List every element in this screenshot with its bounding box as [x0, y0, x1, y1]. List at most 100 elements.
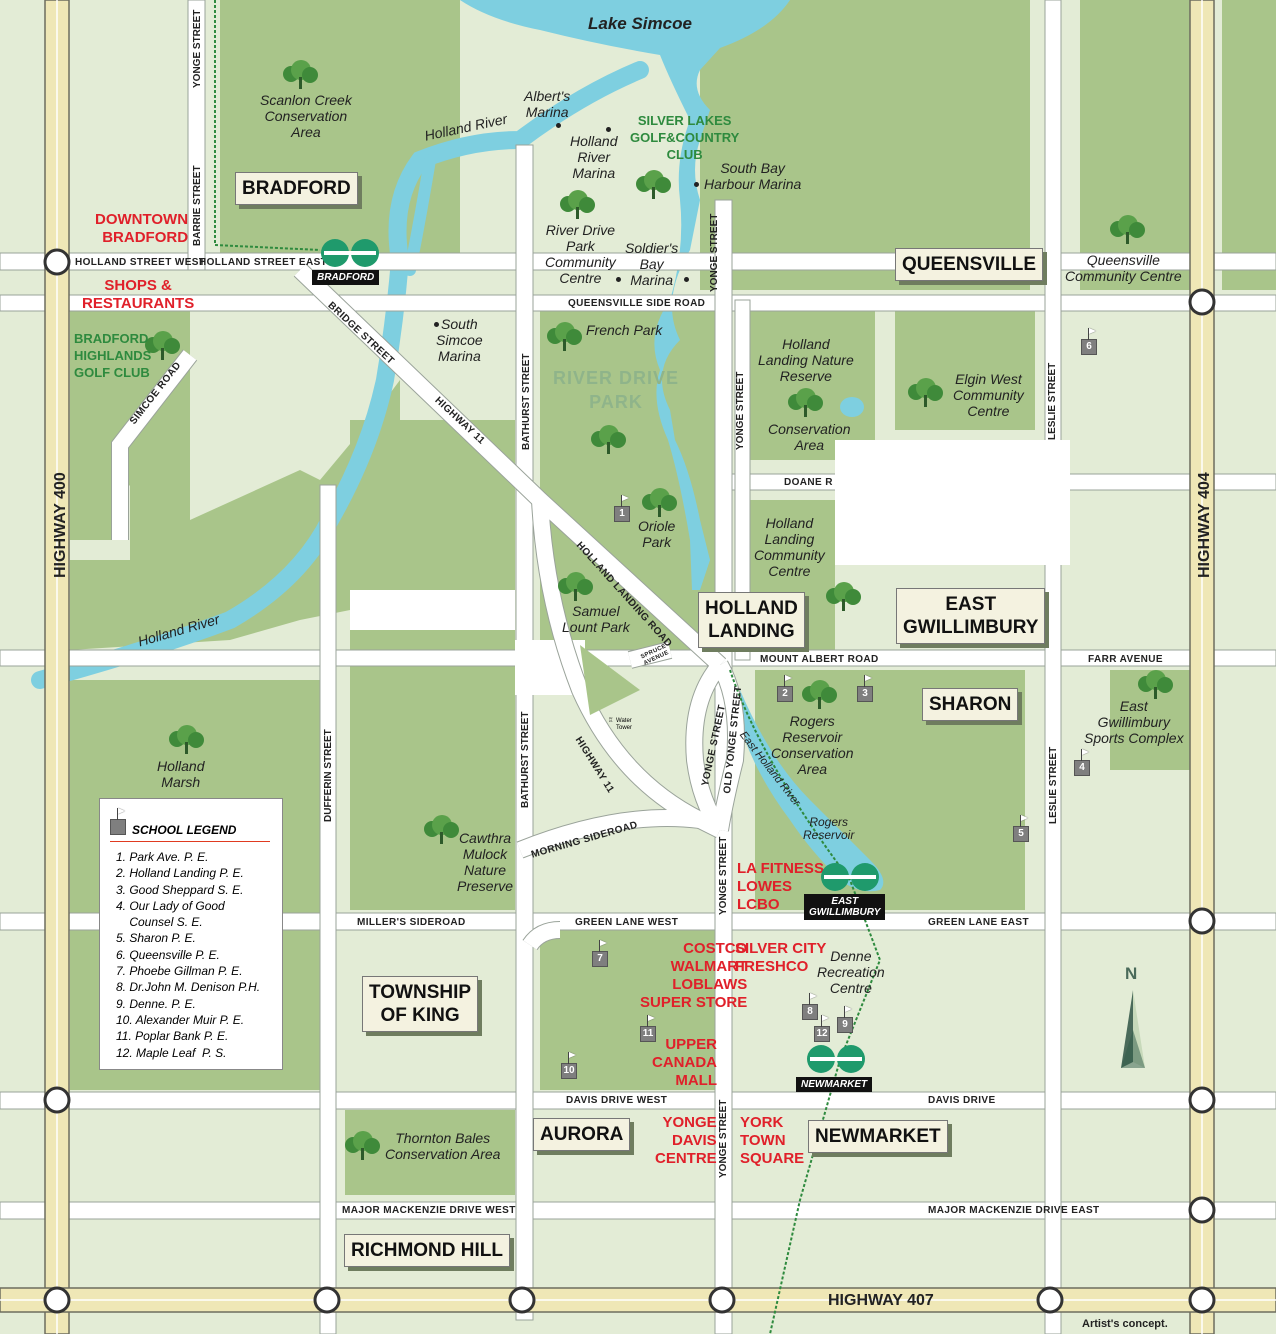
- york-town-square-label: YORK TOWN SQUARE: [740, 1114, 805, 1167]
- school-flag-12[interactable]: 12: [814, 1015, 830, 1042]
- upper-canada-mall-label: UPPER CANADA MALL: [652, 1036, 717, 1089]
- area-township-of-king[interactable]: TOWNSHIP OF KING: [362, 976, 479, 1032]
- legend-item: 3. Good Sheppard S. E.: [116, 882, 244, 897]
- area-east-gwillimbury[interactable]: EAST GWILLIMBURY: [896, 588, 1046, 644]
- oriole-park-label: Oriole Park: [638, 518, 676, 550]
- go-newmarket-label[interactable]: NEWMARKET: [796, 1077, 873, 1092]
- silver-lakes-label: SILVER LAKES GOLF&COUNTRY CLUB: [630, 113, 740, 162]
- rogers-reservoir-ca-label: Rogers Reservoir Conservation Area: [771, 713, 854, 777]
- area-richmond-hill[interactable]: RICHMOND HILL: [344, 1234, 510, 1267]
- road-farr-avenue: FARR AVENUE: [1088, 654, 1163, 665]
- queensville-cc-label: Queensville Community Centre: [1065, 252, 1182, 284]
- lake-simcoe-label: Lake Simcoe: [588, 14, 692, 33]
- diagonal-roads-fill: [112, 264, 744, 950]
- road-millers-sideroad: MILLER'S SIDEROAD: [357, 917, 466, 928]
- compass-graphic: [1121, 990, 1145, 1068]
- go-east-gwillimbury-label[interactable]: EAST GWILLIMBURY: [804, 894, 886, 920]
- holland-landing-cc-label: Holland Landing Community Centre: [754, 515, 825, 579]
- bradford-highlands-label: BRADFORD HIGHLANDS GOLF CLUB: [74, 331, 152, 380]
- costco-walmart-label: COSTCO WALMART LOBLAWS SUPER STORE: [640, 940, 748, 1011]
- area-queensville[interactable]: QUEENSVILLE: [895, 248, 1044, 281]
- legend-item: 6. Queensville P. E.: [116, 947, 220, 962]
- school-flag-2[interactable]: 2: [777, 675, 793, 702]
- road-major-mackenzie-east: MAJOR MACKENZIE DRIVE EAST: [928, 1205, 1100, 1216]
- legend-item: 8. Dr.John M. Denison P.H.: [116, 980, 261, 995]
- rogers-reservoir-water-label: Rogers Reservoir: [803, 815, 855, 842]
- legend-item: 5. Sharon P. E.: [116, 931, 196, 946]
- road-major-mackenzie-west: MAJOR MACKENZIE DRIVE WEST: [342, 1205, 516, 1216]
- school-flag-8[interactable]: 8: [802, 993, 818, 1020]
- legend-item: 12. Maple Leaf P. S.: [116, 1045, 227, 1060]
- holland-river-marina-marker: [606, 127, 611, 132]
- school-flag-9[interactable]: 9: [837, 1006, 853, 1033]
- road-holland-street-west: HOLLAND STREET WEST: [75, 257, 206, 268]
- school-flag-10[interactable]: 10: [561, 1052, 577, 1079]
- legend-item: 11. Poplar Bank P. E.: [116, 1029, 229, 1044]
- downtown-bradford-label: DOWNTOWN BRADFORD: [95, 211, 189, 246]
- holland-marsh-label: Holland Marsh: [157, 758, 205, 790]
- road-davis-drive-west: DAVIS DRIVE WEST: [566, 1095, 668, 1106]
- legend-item: 7. Phoebe Gillman P. E.: [116, 964, 243, 979]
- south-simcoe-marina-label: South Simcoe Marina: [436, 316, 483, 364]
- yonge-davis-centre-label: YONGE DAVIS CENTRE: [655, 1114, 717, 1167]
- la-fitness-label: LA FITNESS LOWES LCBO: [737, 860, 824, 913]
- soldiers-bay-marker: [684, 277, 689, 282]
- area-aurora[interactable]: AURORA: [533, 1118, 631, 1151]
- school-flag-6[interactable]: 6: [1081, 328, 1097, 355]
- south-bay-marina-label: South Bay Harbour Marina: [704, 160, 802, 192]
- legend-flag-icon: [110, 808, 126, 835]
- road-doane: DOANE R: [784, 477, 833, 488]
- area-sharon[interactable]: SHARON: [922, 688, 1019, 721]
- school-flag-11[interactable]: 11: [640, 1015, 656, 1042]
- school-flag-5[interactable]: 5: [1013, 815, 1029, 842]
- road-holland-street-east: HOLLAND STREET EAST: [199, 257, 328, 268]
- road-mount-albert: MOUNT ALBERT ROAD: [760, 654, 879, 665]
- legend-divider: [110, 841, 270, 842]
- school-flag-4[interactable]: 4: [1074, 749, 1090, 776]
- samuel-lount-park-label: Samuel Lount Park: [562, 603, 630, 635]
- school-legend: SCHOOL LEGEND 1. Park Ave. P. E. 2. Holl…: [99, 798, 283, 1070]
- road-queensville-side-road: QUEENSVILLE SIDE ROAD: [568, 298, 706, 309]
- school-flag-1[interactable]: 1: [614, 495, 630, 522]
- legend-title: SCHOOL LEGEND: [132, 823, 237, 837]
- french-park-label: French Park: [586, 322, 663, 338]
- area-newmarket[interactable]: NEWMARKET: [808, 1120, 948, 1153]
- denne-recreation-label: Denne Recreation Centre: [817, 948, 885, 996]
- area-bradford[interactable]: BRADFORD: [235, 172, 358, 205]
- alberts-marina-label: Albert's Marina: [524, 88, 571, 120]
- river-drive-park-label: RIVER DRIVE PARK: [553, 368, 680, 412]
- alberts-marina-marker: [556, 123, 561, 128]
- water: [460, 0, 884, 892]
- south-bay-marker: [694, 182, 699, 187]
- go-bradford-icon[interactable]: [320, 238, 382, 268]
- go-bradford-label[interactable]: BRADFORD: [312, 270, 380, 285]
- water-tower-label: Water Tower: [616, 718, 633, 731]
- highway-407-label: HIGHWAY 407: [828, 1292, 934, 1309]
- river-drive-cc-marker: [616, 277, 621, 282]
- go-east-gwillimbury-icon[interactable]: [820, 862, 882, 892]
- scanlon-creek-label: Scanlon Creek Conservation Area: [260, 92, 352, 140]
- road-green-lane-east: GREEN LANE EAST: [928, 917, 1030, 928]
- holland-landing-nature-label: Holland Landing Nature Reserve: [758, 336, 854, 384]
- area-holland-landing[interactable]: HOLLAND LANDING: [698, 592, 805, 648]
- legend-item: 1. Park Ave. P. E.: [116, 850, 209, 864]
- legend-list: 1. Park Ave. P. E. 2. Holland Landing P.…: [116, 849, 260, 1061]
- conservation-area-label: Conservation Area: [768, 421, 851, 453]
- thornton-bales-label: Thornton Bales Conservation Area: [385, 1130, 501, 1162]
- river-drive-park-cc-label: River Drive Park Community Centre: [545, 222, 616, 286]
- compass-north-label: N: [1125, 964, 1138, 983]
- school-flag-7[interactable]: 7: [592, 940, 608, 967]
- soldiers-bay-marina-label: Soldier's Bay Marina: [625, 240, 679, 288]
- school-flag-3[interactable]: 3: [857, 675, 873, 702]
- silver-city-label: SILVER CITY FRESHCO: [735, 940, 827, 975]
- cawthra-mulock-label: Cawthra Mulock Nature Preserve: [457, 830, 514, 894]
- holland-river-marina-label: Holland River Marina: [570, 133, 618, 181]
- go-newmarket-icon[interactable]: [806, 1044, 868, 1074]
- road-green-lane-west: GREEN LANE WEST: [575, 917, 679, 928]
- road-davis-drive: DAVIS DRIVE: [928, 1095, 996, 1106]
- shops-restaurants-label: SHOPS & RESTAURANTS: [82, 277, 195, 312]
- south-simcoe-marker: [434, 322, 439, 327]
